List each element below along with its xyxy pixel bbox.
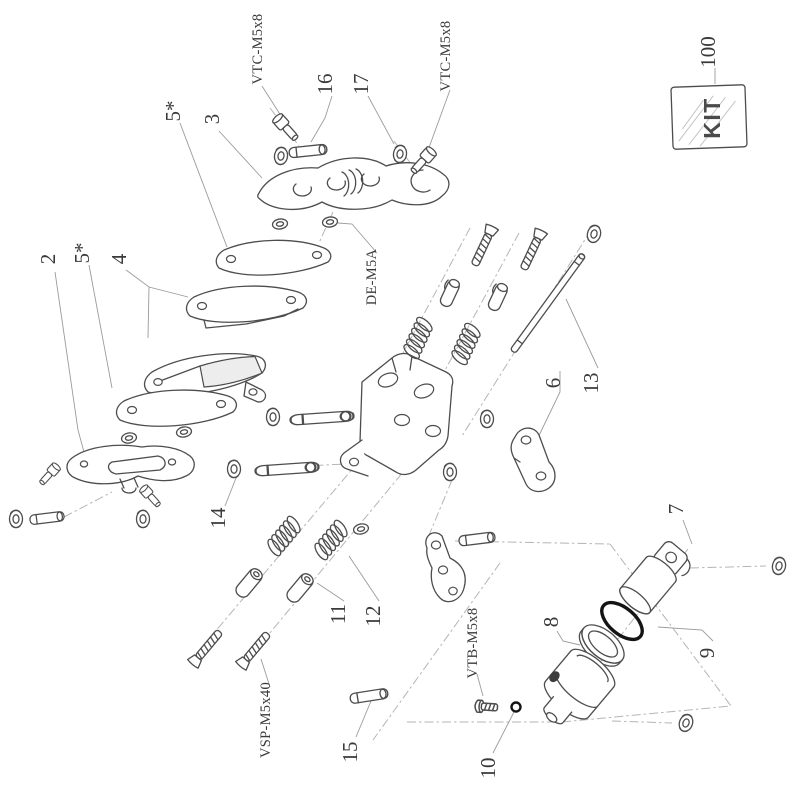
shoe-plate-4 [115, 389, 238, 427]
washer-right [770, 555, 788, 577]
shoe-plate-1 [215, 239, 332, 276]
ring-bracket2-b [175, 425, 193, 439]
washer-body-right-lower [442, 462, 458, 482]
plug-screw-right [137, 483, 164, 510]
washer-rod [584, 223, 604, 245]
callout-6: 6 [541, 378, 565, 389]
callout-de-m5a: DE-M5A [364, 248, 380, 305]
seal-ring-8 [578, 624, 625, 667]
csk-screw-2 [516, 226, 549, 273]
carrier-bracket [66, 444, 195, 494]
cylinder-clevis [619, 541, 691, 615]
callout-9: 9 [695, 648, 719, 659]
callout-vtc-left: VTC-M5x8 [250, 14, 266, 85]
washer-17 [391, 143, 409, 165]
barrel-nut-1 [436, 276, 463, 309]
bushing-1 [232, 565, 266, 601]
shoe-plate-3-pad [143, 353, 267, 403]
pin-far-left [28, 510, 66, 526]
callout-14: 14 [206, 507, 230, 529]
spring-upper-2 [446, 319, 486, 369]
callout-vsp: VSP-M5x40 [258, 682, 274, 758]
callout-8: 8 [539, 617, 563, 628]
callout-4: 4 [107, 253, 131, 264]
spacer-ring-right [321, 215, 339, 229]
callout-12: 12 [361, 606, 385, 627]
callout-7: 7 [664, 504, 688, 515]
callout-100: 100 [696, 36, 720, 68]
washer-body-right-upper [479, 409, 495, 429]
central-body [339, 352, 454, 477]
pin-lower [254, 460, 320, 478]
bushing-2 [283, 570, 317, 606]
barrel-nut-2 [484, 280, 511, 313]
washer-pin-lower [226, 459, 242, 479]
o-ring-9 [600, 600, 644, 642]
vtc-screw-left [270, 111, 302, 144]
washer-below-bracket [135, 509, 151, 529]
ring-bracket2-a [120, 431, 138, 445]
pin-16 [287, 143, 329, 159]
ring-below-body [351, 521, 371, 537]
plug-screw-left [36, 461, 63, 488]
spring-lower-1 [261, 512, 307, 560]
top-clamp-bracket [257, 157, 450, 211]
callout-3: 3 [200, 114, 224, 125]
leader-lines [54, 68, 716, 754]
callout-11: 11 [326, 604, 350, 624]
washer-16 [272, 145, 290, 167]
lever-bracket [425, 532, 466, 603]
link-plate-6 [510, 427, 556, 493]
pin-lever [457, 531, 497, 547]
callout-2: 2 [36, 254, 60, 265]
callout-vtc-right: VTC-M5x8 [438, 21, 454, 92]
spring-lower-2 [308, 516, 354, 564]
callout-13: 13 [579, 373, 603, 394]
callout-15: 15 [338, 742, 362, 763]
callouts: 2 5* 4 5* 3 VTC-M5x8 16 17 VTC-M5x8 100 … [36, 14, 725, 779]
callout-5a: 5* [70, 243, 94, 264]
cylinder-cup [543, 648, 616, 725]
vsp-screw-2 [234, 628, 274, 672]
callout-16: 16 [313, 74, 337, 95]
callout-vtb: VTB-M5x8 [465, 608, 481, 679]
washer-pin-upper [265, 407, 281, 427]
callout-5b: 5* [161, 101, 185, 122]
csk-screw-1 [467, 222, 500, 269]
pin-upper [289, 409, 355, 427]
circlip-bottom [676, 711, 696, 734]
o-ring-10 [510, 701, 522, 713]
vsp-screw-1 [186, 626, 226, 670]
vtb-screw [473, 699, 499, 715]
callout-10: 10 [476, 758, 500, 779]
spacer-ring-left [271, 217, 289, 231]
washer-far-left [8, 509, 24, 529]
kit-box [670, 84, 748, 150]
pin-15 [348, 687, 390, 705]
callout-17: 17 [349, 74, 373, 95]
kit-box-label: KIT [699, 97, 725, 139]
shoe-plate-2 [185, 285, 308, 329]
